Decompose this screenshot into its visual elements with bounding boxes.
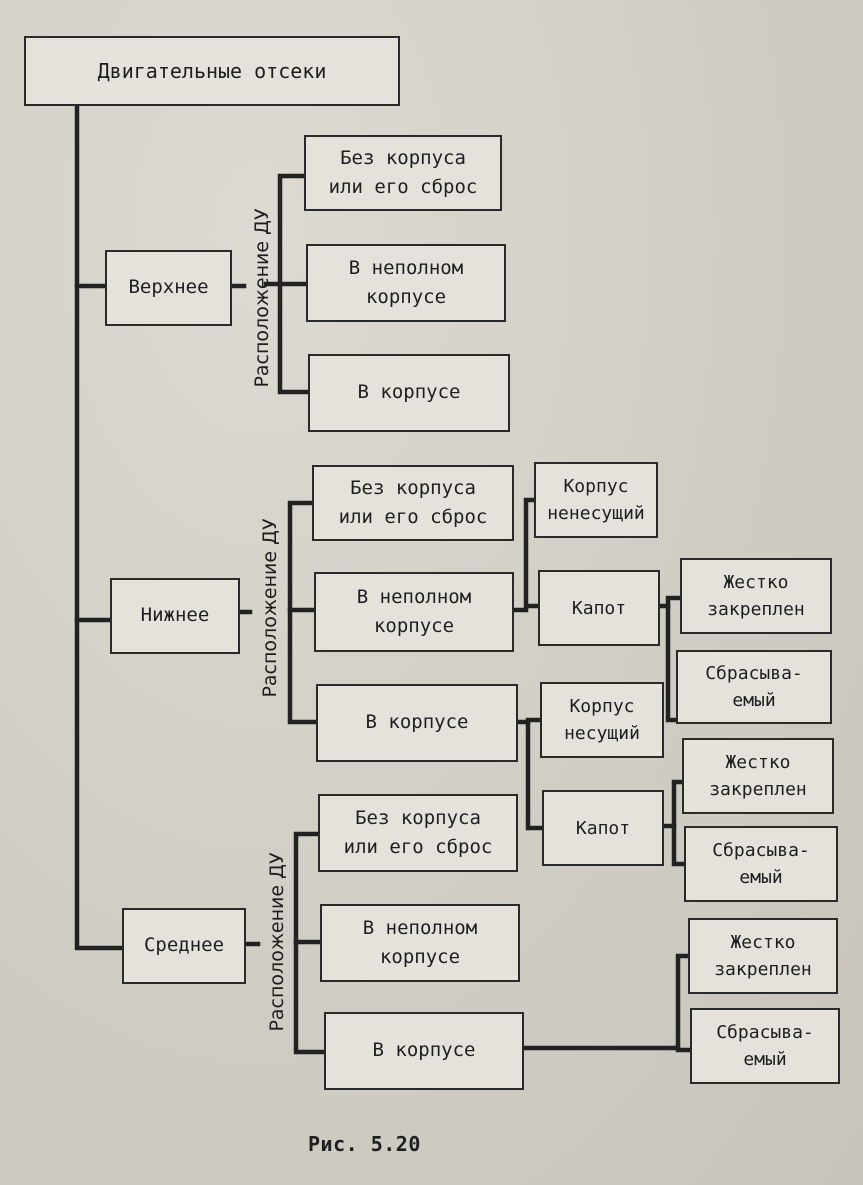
upper-option-no-housing: Без корпуса или его сброс (304, 135, 502, 211)
root-box: Двигательные отсеки (24, 36, 400, 106)
lower-housing-bracket-line (525, 717, 545, 831)
middle-jettison-box: Сбрасыва- емый (690, 1008, 840, 1084)
lower-rigid-2-box: Жестко закреплен (682, 738, 834, 814)
upper-option-incomplete-housing: В неполном корпусе (306, 244, 506, 322)
lower-incomplete-bracket-line (523, 497, 541, 609)
lower-placement-label: Расположение ДУ (259, 518, 281, 698)
lower-option-no-housing: Без корпуса или его сброс (312, 465, 514, 541)
middle-option-in-housing: В корпусе (324, 1012, 524, 1090)
upper-box: Верхнее (105, 250, 232, 326)
lower-jettison-2-box: Сбрасыва- емый (684, 826, 838, 902)
upper-option-in-housing: В корпусе (308, 354, 510, 432)
middle-option-incomplete-housing: В неполном корпусе (320, 904, 520, 982)
lower-box: Нижнее (110, 578, 240, 654)
middle-rigid-box: Жестко закреплен (688, 918, 838, 994)
main-trunk-line (74, 103, 125, 951)
lower-hood1-bracket-line (665, 595, 683, 723)
lower-housing-bearing-box: Корпус несущий (540, 682, 664, 758)
lower-housing-nonbearing-box: Корпус ненесущий (534, 462, 658, 538)
lower-option-incomplete-housing: В неполном корпусе (314, 572, 514, 652)
middle-box: Среднее (122, 908, 246, 984)
middle-housing-bracket-line (675, 953, 693, 1053)
lower-bracket-line (287, 500, 319, 725)
lower-rigid-1-box: Жестко закреплен (680, 558, 832, 634)
upper-placement-label: Расположение ДУ (251, 208, 273, 388)
lower-jettison-1-box: Сбрасыва- емый (676, 650, 832, 724)
middle-option-no-housing: Без корпуса или его сброс (318, 794, 518, 872)
lower-option-in-housing: В корпусе (316, 684, 518, 762)
lower-hood-2-box: Капот (542, 790, 664, 866)
figure-caption: Рис. 5.20 (308, 1132, 421, 1156)
lower-hood2-bracket-line (671, 779, 687, 867)
middle-placement-label: Расположение ДУ (266, 852, 288, 1032)
lower-hood-1-box: Капот (538, 570, 660, 646)
